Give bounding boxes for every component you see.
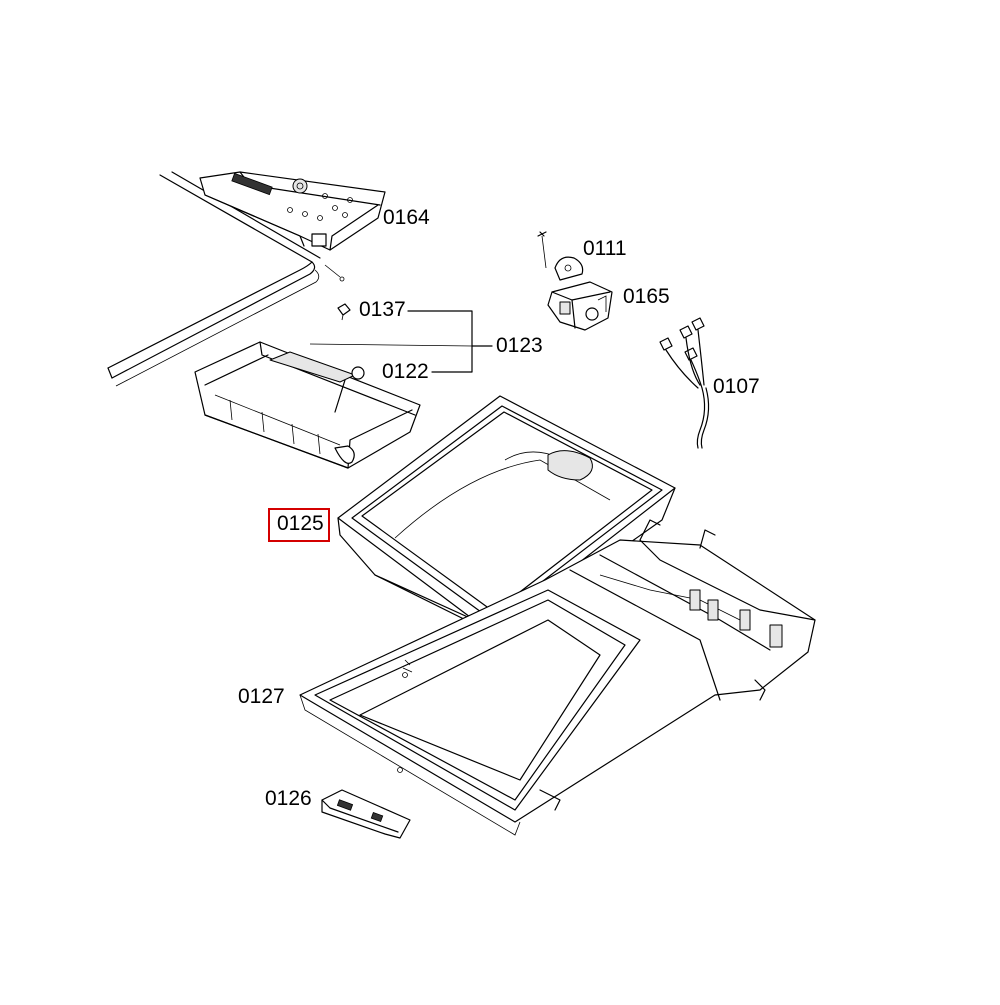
label-0122: 0122 <box>382 360 429 383</box>
leader-lines-0123 <box>309 310 493 373</box>
label-0111: 0111 <box>583 237 627 260</box>
label-0123: 0123 <box>496 334 543 357</box>
screw-0111-top <box>537 231 547 269</box>
base-frame-0127 <box>299 519 816 836</box>
detergent-drawer-0122 <box>194 341 421 469</box>
control-module-0164 <box>199 171 386 282</box>
label-0107: 0107 <box>713 375 760 398</box>
label-0126: 0126 <box>265 787 312 810</box>
door-lock-0165 <box>547 281 613 331</box>
label-0137: 0137 <box>359 298 406 321</box>
wire-harness-0107 <box>659 317 710 449</box>
label-0165: 0165 <box>623 285 670 308</box>
top-lid-panel <box>107 171 321 387</box>
label-0127: 0127 <box>238 685 285 708</box>
highlight-box-0125 <box>268 508 330 542</box>
hinge-part-0126 <box>321 789 411 839</box>
screw-0137 <box>337 303 351 321</box>
label-0125: 0125 <box>277 512 324 535</box>
part-0111 <box>554 256 584 281</box>
label-0164: 0164 <box>383 206 430 229</box>
top-frame-0125 <box>337 395 676 641</box>
